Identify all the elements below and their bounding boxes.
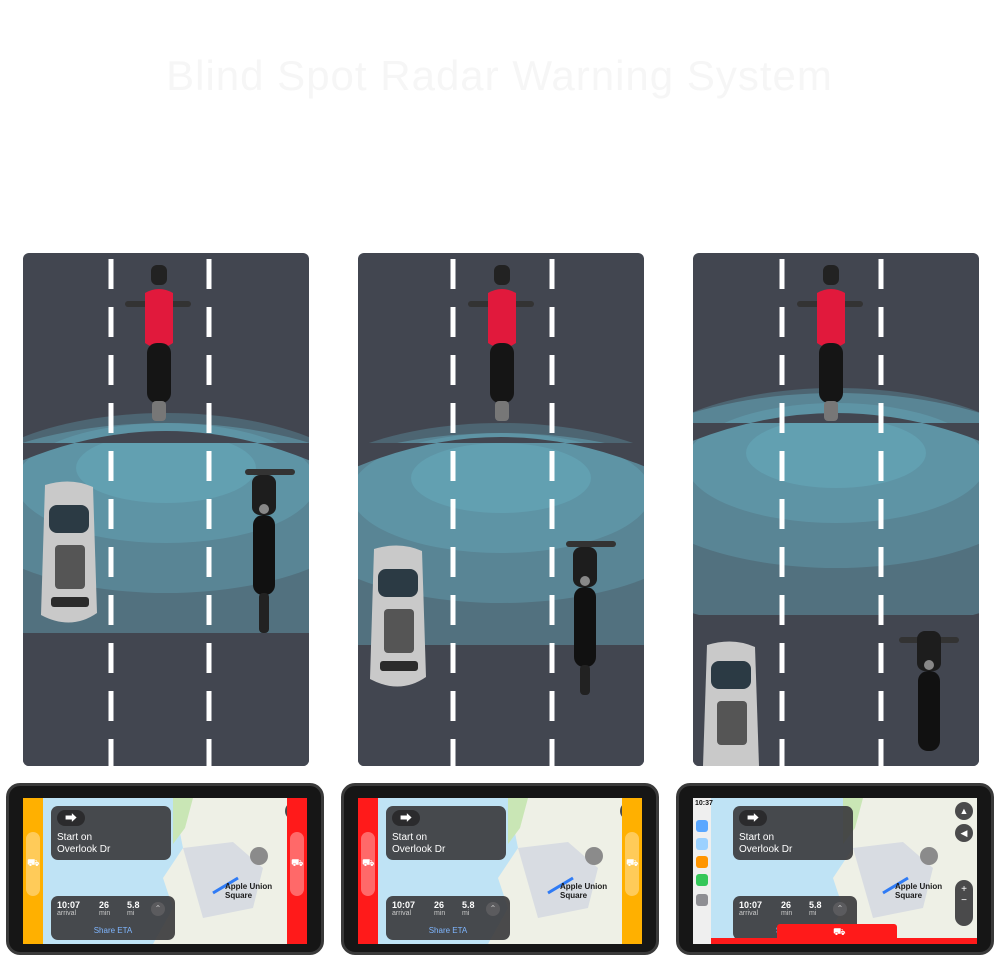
map-poi-label: Apple Union Square [225, 882, 272, 900]
nav-instruction-line-1: Start on [739, 832, 775, 843]
car-left [703, 641, 759, 766]
share-eta-button[interactable]: Share ETA [428, 926, 468, 935]
left-alert-red: ⛟ [358, 798, 378, 944]
eta-min-label: min [99, 910, 111, 917]
turn-right-arrow-icon: ⮕ [57, 810, 85, 826]
device-screen: 10:37 ⮕ Start on Overlook Dr Apple Union… [23, 798, 307, 944]
settings-app-icon[interactable] [696, 894, 708, 906]
front-motorcycle [797, 265, 863, 421]
eta-min-value: 26 [434, 900, 445, 910]
compass-arrow-icon[interactable]: ▲ [955, 802, 973, 820]
eta-card[interactable]: 10:07 arrival 26 min 5.8 mi ⌃ Share ETA [51, 896, 175, 940]
device-screen: 10:37 ⮕ Start on Overlook Dr Apple Union… [358, 798, 642, 944]
car-left [370, 545, 426, 687]
nav-instruction-card[interactable]: ⮕ Start on Overlook Dr [733, 806, 853, 860]
nav-instruction-line-1: Start on [57, 832, 93, 843]
car-alert-icon: ⛟ [833, 927, 846, 938]
right-alert-yellow: ⛟ [622, 798, 642, 944]
eta-arrival-value: 10:07 [392, 900, 416, 910]
device-screen: 10:37 ⮕ Start on Overlook Dr Apple Union… [693, 798, 977, 944]
map-poi-line-2: Square [895, 891, 923, 900]
app-dock [693, 798, 711, 944]
nav-instruction-line-2: Overlook Dr [739, 844, 793, 855]
nav-instruction-card[interactable]: ⮕ Start on Overlook Dr [51, 806, 171, 860]
map-poi-line-1: Apple Union [895, 882, 943, 891]
radar-waves [358, 423, 644, 673]
lane-markings [779, 259, 884, 766]
eta-mi-value: 5.8 [462, 900, 475, 910]
zoom-out-icon[interactable]: − [961, 895, 967, 906]
volume-icon[interactable]: ◀ [955, 824, 973, 842]
display-device-3: 10:37 ⮕ Start on Overlook Dr Apple Union… [676, 783, 994, 955]
status-time: 10:37 [695, 800, 713, 807]
eta-mi-label: mi [462, 910, 470, 917]
phone-app-icon[interactable] [696, 874, 708, 886]
car-alert-icon: ⛟ [291, 858, 304, 869]
eta-card[interactable]: 10:07 arrival 26 min 5.8 mi ⌃ Share ETA [386, 896, 510, 940]
front-motorcycle [125, 265, 191, 421]
nav-instruction-line-1: Start on [392, 832, 428, 843]
lane-markings [108, 259, 212, 766]
car-alert-icon: ⛟ [27, 858, 40, 869]
left-alert-yellow: ⛟ [23, 798, 43, 944]
nav-instruction-line-2: Overlook Dr [57, 844, 111, 855]
eta-arrival-label: arrival [739, 910, 759, 917]
map-poi-line-2: Square [560, 891, 588, 900]
eta-min-value: 26 [99, 900, 110, 910]
right-motorcycle [245, 469, 295, 633]
eta-arrival-label: arrival [57, 910, 77, 917]
nav-instruction-line-2: Overlook Dr [392, 844, 446, 855]
car-alert-icon: ⛟ [626, 858, 639, 869]
display-device-2: 10:37 ⮕ Start on Overlook Dr Apple Union… [341, 783, 659, 955]
map-poi-line-1: Apple Union [560, 882, 608, 891]
right-motorcycle [899, 631, 959, 751]
eta-min-value: 26 [781, 900, 792, 910]
eta-mi-value: 5.8 [127, 900, 140, 910]
rear-alert-bar [711, 938, 977, 944]
eta-arrival-value: 10:07 [57, 900, 81, 910]
turn-right-arrow-icon: ⮕ [392, 810, 420, 826]
eta-mi-value: 5.8 [809, 900, 822, 910]
map-poi-line-1: Apple Union [225, 882, 273, 891]
front-motorcycle [468, 265, 534, 421]
road-scene-1 [23, 253, 309, 766]
road-scene-2 [358, 253, 644, 766]
zoom-in-icon[interactable]: + [961, 884, 967, 895]
eta-arrival-value: 10:07 [739, 900, 763, 910]
maps-app-icon[interactable] [696, 820, 708, 832]
turn-right-arrow-icon: ⮕ [739, 810, 767, 826]
car-alert-icon: ⛟ [362, 858, 375, 869]
radar-waves [693, 388, 979, 633]
lane-markings [450, 259, 555, 766]
page-title: Blind Spot Radar Warning System [166, 52, 833, 99]
eta-arrival-label: arrival [392, 910, 412, 917]
map-poi-label: Apple Union Square [560, 882, 607, 900]
eta-mi-label: mi [809, 910, 817, 917]
right-alert-red: ⛟ [287, 798, 307, 944]
music-app-icon[interactable] [696, 838, 708, 850]
share-eta-button[interactable]: Share ETA [93, 926, 133, 935]
road-scene-3 [693, 253, 979, 766]
chevron-up-icon[interactable]: ⌃ [486, 902, 500, 916]
nav-instruction-card[interactable]: ⮕ Start on Overlook Dr [386, 806, 506, 860]
right-motorcycle [566, 541, 616, 695]
map-poi-line-2: Square [225, 891, 253, 900]
zoom-controls[interactable]: + − [955, 880, 973, 926]
map-poi-label: Apple Union Square [895, 882, 942, 900]
car-left [41, 481, 97, 623]
eta-mi-label: mi [127, 910, 135, 917]
display-device-1: 10:37 ⮕ Start on Overlook Dr Apple Union… [6, 783, 324, 955]
eta-min-label: min [434, 910, 446, 917]
eta-min-label: min [781, 910, 793, 917]
podcasts-app-icon[interactable] [696, 856, 708, 868]
chevron-up-icon[interactable]: ⌃ [151, 902, 165, 916]
chevron-up-icon[interactable]: ⌃ [833, 902, 847, 916]
